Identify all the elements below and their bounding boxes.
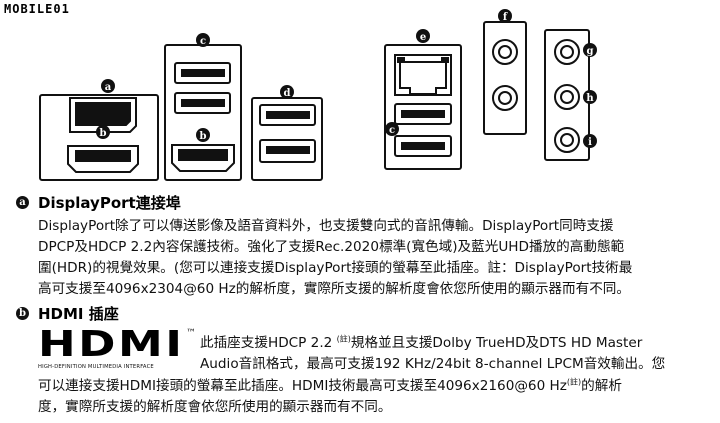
usb-port-4 [259,139,316,163]
displayport-bracket [39,94,159,181]
marker-h: h [583,90,597,104]
svg-text:c: c [389,125,395,136]
audio-jack-2 [554,84,580,110]
audio-jack-3 [554,127,580,153]
footnote-mark-1: (註) [336,334,351,344]
svg-text:b: b [200,131,207,142]
antenna-bracket [483,21,527,135]
usb-port-1 [174,62,231,84]
section-a-line-2: DPCP及HDCP 2.2內容保護技術。強化了支援Rec.2020標準(寬色域)… [38,239,625,255]
hdmi-connector-2 [171,144,235,172]
section-a-line-4: 高可支援至4096x2304@60 Hz的解析度，實際所支援的解析度會依您所使用… [38,281,630,297]
hdmi-logo-wordmark: HDMI [38,324,185,365]
section-b-line-4: 度，實際所支援的解析度會依您所使用的顯示器而有不同。 [38,399,392,415]
audio-jack-1 [554,39,580,65]
svg-text:a: a [105,82,112,93]
svg-text:f: f [503,12,508,23]
hdmi-logo-subtitle: HIGH-DEFINITION MULTIMEDIA INTERFACE [38,364,154,370]
usb-port-5 [394,103,452,125]
section-b-bullet: b [16,307,29,320]
marker-a: a [101,79,115,93]
section-a-title: DisplayPort連接埠 [38,194,181,212]
usb-port-6 [394,135,452,157]
marker-i: i [583,134,597,148]
svg-text:e: e [420,32,426,43]
hdmi-logo-tm: ™ [186,328,196,339]
io-port-diagram: a b c b d e c f g h i [39,9,597,181]
marker-d: d [280,85,294,99]
audio-bracket [544,29,590,161]
section-a-line-3: 圍(HDR)的視覺效果。(您可以連接支援DisplayPort接頭的螢幕至此插座… [38,260,633,276]
svg-text:d: d [284,88,291,99]
usb-port-2 [174,92,231,114]
watermark-logo: MOBILE01 [4,2,70,16]
svg-text:g: g [587,46,594,57]
hdmi-logo: HDMI ™ HIGH-DEFINITION MULTIMEDIA INTERF… [38,324,196,372]
antenna-connector-2 [492,85,518,111]
section-b-line-3: 可以連接支援HDMI接頭的螢幕至此插座。HDMI技術最高可支援至4096x216… [38,377,622,394]
svg-text:i: i [588,137,592,148]
section-a-line-1: DisplayPort除了可以傳送影像及語音資料外，也支援雙向式的音訊傳輸。Di… [38,218,614,234]
marker-f: f [498,9,512,23]
section-b-right-line-2: Audio音訊格式，最高可支援192 KHz/24bit 8-channel L… [200,356,666,372]
footnote-mark-2: (註) [566,377,582,387]
marker-c-1: c [196,33,210,47]
lan-usb-bracket [384,44,462,170]
marker-b-1: b [96,125,110,139]
svg-text:c: c [200,36,206,47]
marker-g: g [583,43,597,57]
marker-b-2: b [196,128,210,142]
marker-c-2: c [385,122,399,136]
marker-e: e [416,29,430,43]
svg-text:h: h [586,93,594,104]
section-b-title: HDMI 插座 [38,305,119,323]
section-a-bullet: a [16,196,29,209]
svg-text:b: b [100,128,107,139]
antenna-connector-1 [492,39,518,65]
hdmi-connector-1 [67,145,139,173]
section-b-right-line-1: 此插座支援HDCP 2.2 (註)規格並且支援Dolby TrueHD及DTS … [200,334,643,351]
usb-port-3 [259,104,316,126]
